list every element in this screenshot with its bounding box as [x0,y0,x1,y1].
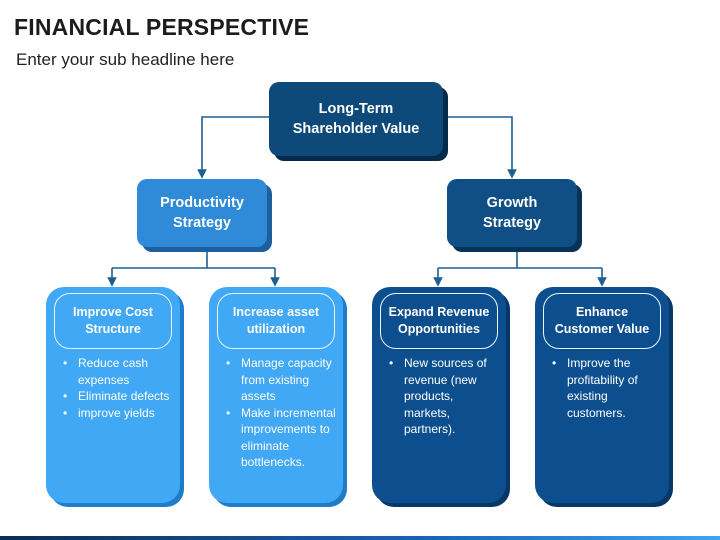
card-bullet-list: Manage capacity from existing assets Mak… [219,355,339,471]
card-heading: Improve Cost Structure [54,293,172,349]
card-bullet-list: New sources of revenue (new products, ma… [382,355,502,438]
card-heading: Increase asset utilization [217,293,335,349]
list-item: Make incremental improvements to elimina… [226,405,339,471]
card-expand-revenue-opportunities: Expand Revenue Opportunities New sources… [372,287,506,503]
branch-label-productivity: Productivity Strategy [160,195,244,231]
list-item: improve yields [63,405,176,422]
card-bullet-list: Improve the profitability of existing cu… [545,355,665,421]
page-title: FINANCIAL PERSPECTIVE [14,14,310,40]
card-enhance-customer-value: Enhance Customer Value Improve the profi… [535,287,669,503]
branch-box-productivity: Productivity Strategy [137,179,267,247]
root-label: Long-Term Shareholder Value [292,101,420,137]
list-item: Eliminate defects [63,388,176,405]
card-heading: Expand Revenue Opportunities [380,293,498,349]
page-subtitle: Enter your sub headline here [16,50,235,69]
list-item: Manage capacity from existing assets [226,355,339,405]
list-item: Improve the profitability of existing cu… [552,355,665,421]
connector-root-to-growth [443,116,517,179]
list-item: New sources of revenue (new products, ma… [389,355,502,438]
bottom-accent-bar [0,536,720,540]
list-item: Reduce cash expenses [63,355,176,388]
card-heading: Enhance Customer Value [543,293,661,349]
card-improve-cost-structure: Improve Cost Structure Reduce cash expen… [46,287,180,503]
branch-box-growth: Growth Strategy [447,179,577,247]
connector-root-to-productivity [197,116,269,179]
card-bullet-list: Reduce cash expenses Eliminate defects i… [56,355,176,421]
root-box-shareholder-value: Long-Term Shareholder Value [269,82,443,156]
card-increase-asset-utilization: Increase asset utilization Manage capaci… [209,287,343,503]
branch-label-growth: Growth Strategy [482,195,542,231]
